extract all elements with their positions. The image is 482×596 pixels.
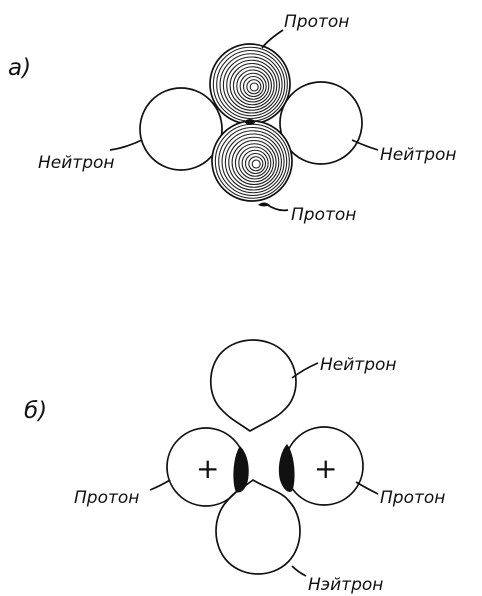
proton-ring [228, 136, 280, 188]
leader-proton-right [355, 481, 379, 495]
proton-ring [219, 53, 283, 117]
overlap-right [278, 444, 295, 492]
proton-ring [221, 130, 285, 194]
overlap-left [233, 446, 249, 493]
neutron-left-circle [139, 87, 223, 171]
leader-proton-left [149, 479, 171, 491]
part-label-b: б) [24, 398, 47, 424]
charge-plus-right: + [314, 452, 337, 485]
part-label-a: а) [8, 55, 31, 81]
neutron-top-shape [210, 339, 297, 433]
proton-ring [224, 133, 282, 191]
proton-ring [239, 72, 267, 100]
neutron-right-circle [279, 81, 363, 165]
leader-neutron-right [351, 139, 379, 151]
label-neutron-right: Нейтрон [380, 145, 457, 165]
label-proton-bottom: Протон [291, 205, 356, 225]
proton-ring [246, 79, 262, 95]
proton-ring [248, 156, 264, 172]
charge-plus-left: + [196, 452, 219, 485]
proton-bottom-circle [211, 120, 293, 202]
leader-neutron-left [109, 139, 143, 151]
proton-ring [222, 56, 280, 114]
proton-ring [249, 82, 259, 92]
proton-ring [232, 66, 272, 106]
proton-ring [234, 143, 274, 183]
proton-ring [238, 146, 272, 180]
proton-ring [216, 49, 286, 120]
neutron-bottom-shape [215, 478, 301, 575]
label-proton-top: Протон [284, 12, 349, 32]
proton-ring [242, 75, 265, 98]
figure-a: а) Протон Нейтрон Нейтрон Протон [8, 12, 457, 225]
leader-neutron-bottom [291, 565, 307, 577]
proton-top-circle [209, 43, 291, 125]
leader-proton-top [261, 29, 284, 49]
proton-ring [218, 126, 288, 197]
proton-ring [229, 62, 275, 109]
label-proton-right: Протон [380, 488, 445, 508]
proton-ring [241, 149, 269, 177]
proton-ring [244, 152, 267, 175]
contact-spot-a [245, 119, 255, 125]
proton-ring [231, 139, 277, 186]
label-neutron-top: Нейтрон [320, 355, 397, 375]
label-proton-left: Протон [74, 488, 139, 508]
proton-ring [236, 69, 270, 103]
label-neutron-bottom: Нэйтрон [308, 575, 383, 595]
proton-ring [251, 159, 261, 169]
leader-proton-bottom [265, 203, 289, 212]
leader-neutron-top [291, 362, 319, 379]
figure-b: б) + + Нейтрон Протон Протон Нэйтрон [24, 339, 445, 595]
proton-ring [226, 59, 278, 111]
label-neutron-left: Нейтрон [38, 153, 115, 173]
